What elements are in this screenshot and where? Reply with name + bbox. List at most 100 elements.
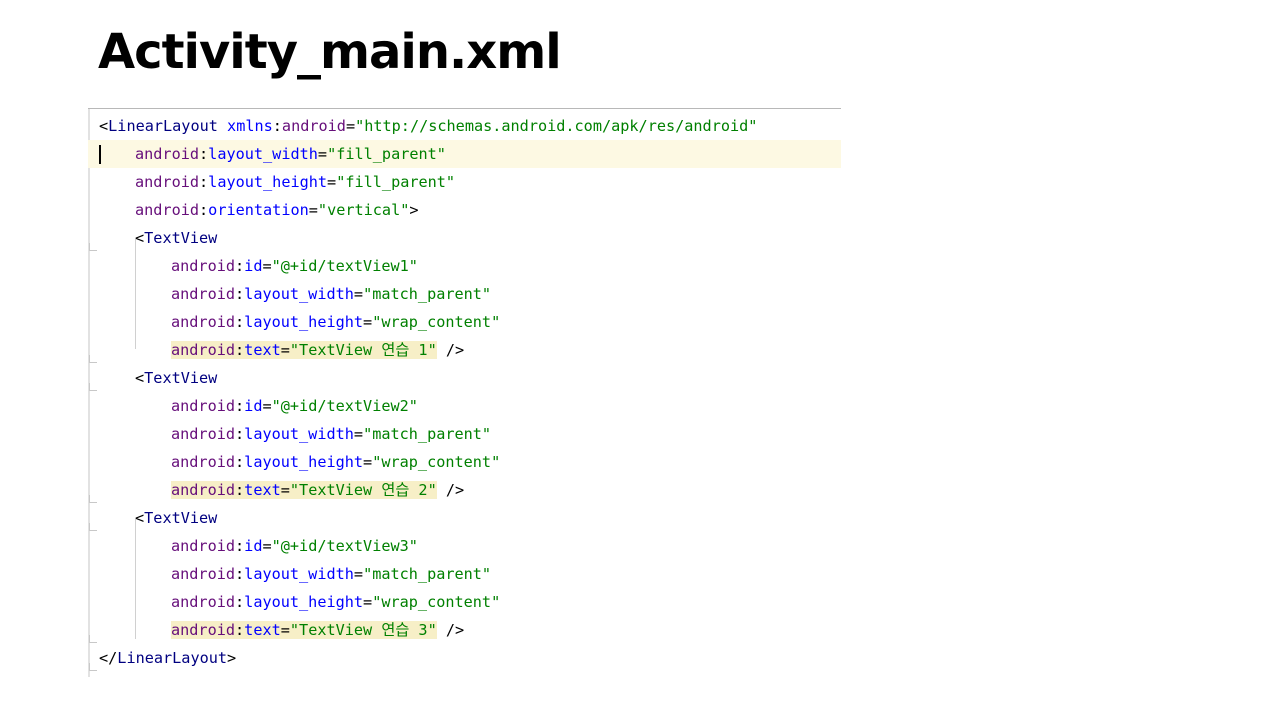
- code-line[interactable]: android:orientation="vertical">: [88, 196, 841, 224]
- code-token: <: [135, 509, 145, 527]
- code-token: =: [353, 565, 364, 583]
- code-line[interactable]: <TextView: [88, 504, 841, 532]
- code-line[interactable]: android:layout_height="wrap_content": [88, 588, 841, 616]
- fold-marker-icon[interactable]: [89, 495, 97, 503]
- code-token: android: [171, 425, 236, 443]
- code-token: =: [345, 117, 356, 135]
- code-line[interactable]: android:text="TextView 연습 3" />: [88, 616, 841, 644]
- code-token: android: [171, 397, 236, 415]
- code-token: "TextView 연습 2": [289, 481, 437, 499]
- code-token: :: [235, 257, 245, 275]
- code-token: [218, 117, 227, 135]
- code-line[interactable]: android:layout_width="match_parent": [88, 560, 841, 588]
- code-line[interactable]: android:layout_height="wrap_content": [88, 448, 841, 476]
- code-token: text: [244, 481, 281, 499]
- code-token: android: [171, 537, 236, 555]
- code-line[interactable]: android:layout_width="fill_parent": [88, 140, 841, 168]
- fold-marker-icon[interactable]: [89, 663, 97, 671]
- code-token: android: [171, 257, 236, 275]
- code-token: "fill_parent": [327, 145, 446, 163]
- code-token: :: [235, 537, 245, 555]
- text-cursor: [99, 145, 101, 164]
- fold-marker-icon[interactable]: [89, 383, 97, 391]
- code-token: />: [436, 621, 465, 639]
- fold-marker-icon[interactable]: [89, 523, 97, 531]
- code-token: =: [353, 285, 364, 303]
- code-token: android: [171, 481, 236, 499]
- code-token: id: [244, 397, 263, 415]
- code-token: "match_parent": [363, 565, 492, 583]
- code-token: android: [135, 145, 200, 163]
- code-line[interactable]: <TextView: [88, 364, 841, 392]
- code-token: =: [262, 257, 272, 275]
- code-token: =: [262, 397, 272, 415]
- code-token: LinearLayout: [117, 649, 228, 667]
- code-line[interactable]: <TextView: [88, 224, 841, 252]
- code-token: "@+id/textView3": [271, 537, 418, 555]
- code-line[interactable]: android:id="@+id/textView3": [88, 532, 841, 560]
- code-token: layout_height: [244, 313, 364, 331]
- code-token: =: [353, 425, 364, 443]
- code-token: android: [171, 341, 236, 359]
- code-token: "@+id/textView1": [271, 257, 418, 275]
- fold-guide-line: [135, 519, 136, 639]
- code-token: android: [281, 117, 346, 135]
- code-token: LinearLayout: [108, 117, 218, 135]
- code-token: :: [199, 201, 209, 219]
- code-token: "TextView 연습 3": [289, 621, 437, 639]
- code-token: android: [135, 173, 200, 191]
- code-token: =: [280, 621, 290, 639]
- code-token: layout_width: [244, 285, 354, 303]
- code-line[interactable]: android:layout_height="fill_parent": [88, 168, 841, 196]
- code-line[interactable]: <LinearLayout xmlns:android="http://sche…: [88, 112, 841, 140]
- code-line[interactable]: android:text="TextView 연습 2" />: [88, 476, 841, 504]
- code-token: :: [235, 285, 245, 303]
- editor-gutter: [88, 109, 90, 677]
- code-token: "http://schemas.android.com/apk/res/andr…: [355, 117, 758, 135]
- code-token: "TextView 연습 1": [289, 341, 437, 359]
- code-line[interactable]: android:layout_width="match_parent": [88, 420, 841, 448]
- code-token: android: [171, 565, 236, 583]
- code-token: "wrap_content": [372, 593, 501, 611]
- code-line[interactable]: android:id="@+id/textView2": [88, 392, 841, 420]
- code-token: "match_parent": [363, 425, 492, 443]
- fold-marker-icon[interactable]: [89, 243, 97, 251]
- code-token: >: [227, 649, 237, 667]
- code-token: android: [135, 201, 200, 219]
- code-token: TextView: [144, 509, 218, 527]
- code-line[interactable]: android:id="@+id/textView1": [88, 252, 841, 280]
- code-token: :: [235, 621, 245, 639]
- code-token: =: [280, 341, 290, 359]
- code-token: text: [244, 621, 281, 639]
- code-token: "fill_parent": [336, 173, 456, 191]
- code-token: :: [235, 425, 245, 443]
- code-token: layout_height: [208, 173, 328, 191]
- code-token: <: [135, 369, 145, 387]
- code-token: android: [171, 313, 236, 331]
- code-line[interactable]: android:text="TextView 연습 1" />: [88, 336, 841, 364]
- code-line[interactable]: android:layout_width="match_parent": [88, 280, 841, 308]
- code-token: TextView: [144, 369, 218, 387]
- code-token: android: [171, 453, 236, 471]
- fold-marker-icon[interactable]: [89, 355, 97, 363]
- code-token: <: [99, 117, 109, 135]
- code-token: :: [235, 565, 245, 583]
- code-token: orientation: [208, 201, 309, 219]
- code-token: xmlns: [227, 117, 273, 135]
- code-token: >: [409, 201, 419, 219]
- code-token: TextView: [144, 229, 218, 247]
- code-token: layout_width: [244, 425, 354, 443]
- code-token: layout_height: [244, 453, 364, 471]
- code-line[interactable]: </LinearLayout>: [88, 644, 841, 672]
- code-token: =: [262, 537, 272, 555]
- code-token: :: [235, 313, 245, 331]
- code-editor[interactable]: <LinearLayout xmlns:android="http://sche…: [88, 108, 841, 677]
- fold-marker-icon[interactable]: [89, 635, 97, 643]
- code-token: </: [99, 649, 118, 667]
- code-token: =: [363, 453, 373, 471]
- code-token: layout_height: [244, 593, 364, 611]
- code-token: <: [135, 229, 145, 247]
- code-token: :: [272, 117, 282, 135]
- code-line[interactable]: android:layout_height="wrap_content": [88, 308, 841, 336]
- code-token: "@+id/textView2": [271, 397, 418, 415]
